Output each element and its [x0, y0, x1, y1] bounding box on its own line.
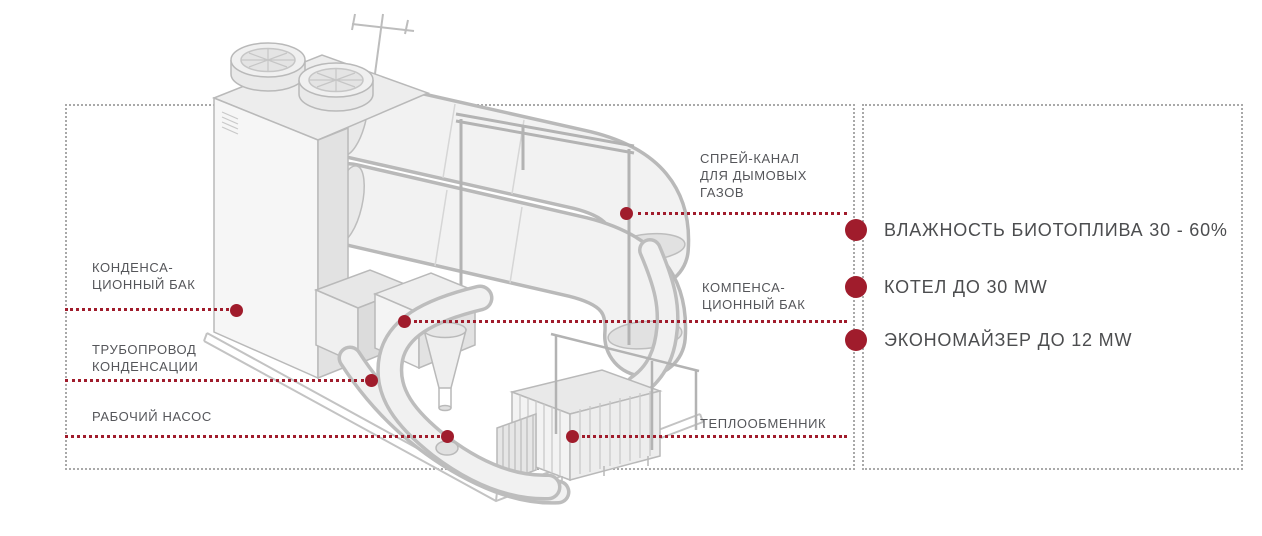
spec-label-economizer: ЭКОНОМАЙЗЕР ДО 12 MW	[884, 329, 1133, 350]
callout-dot-heat-exchanger	[566, 430, 579, 443]
leader-line-spray-channel	[638, 212, 847, 215]
callout-label-working-pump: РАБОЧИЙ НАСОС	[92, 409, 212, 424]
right-down-pipe	[625, 238, 680, 398]
leader-line-working-pump	[65, 435, 440, 438]
cyclone	[423, 321, 467, 412]
callout-dot-compensation-tank	[398, 315, 411, 328]
leader-line-condensate-tank	[65, 308, 229, 311]
plate-block	[496, 412, 537, 486]
callout-label-condensate-tank: КОНДЕНСА- ЦИОННЫЙ БАК	[92, 260, 196, 292]
callout-dot-working-pump	[441, 430, 454, 443]
leader-line-heat-exchanger	[582, 435, 847, 438]
spec-row-boiler: КОТЕЛ ДО 30 MW	[845, 276, 1048, 298]
spec-label-boiler: КОТЕЛ ДО 30 MW	[884, 276, 1048, 297]
callout-label-heat-exchanger: ТЕПЛООБМЕННИК	[700, 416, 827, 431]
callout-dot-spray-channel	[620, 207, 633, 220]
spec-row-moisture: ВЛАЖНОСТЬ БИОТОПЛИВА 30 - 60%	[845, 219, 1228, 241]
bullet-icon	[845, 276, 867, 298]
leader-line-condensate-pipeline	[65, 379, 364, 382]
callout-dot-condensate-tank	[230, 304, 243, 317]
callout-label-compensation-tank: КОМПЕНСА- ЦИОННЫЙ БАК	[702, 280, 806, 312]
bullet-icon	[845, 219, 867, 241]
spec-row-economizer: ЭКОНОМАЙЗЕР ДО 12 MW	[845, 329, 1132, 351]
support-frame	[455, 112, 635, 345]
leader-line-compensation-tank	[414, 320, 847, 323]
boiler-cabinet	[211, 42, 431, 380]
callout-dot-condensate-pipeline	[365, 374, 378, 387]
spec-label-moisture: ВЛАЖНОСТЬ БИОТОПЛИВА 30 - 60%	[884, 219, 1228, 240]
bullet-icon	[845, 329, 867, 351]
callout-label-condensate-pipeline: ТРУБОПРОВОД КОНДЕНСАЦИИ	[92, 342, 199, 374]
callout-label-spray-channel: СПРЕЙ-КАНАЛ ДЛЯ ДЫМОВЫХ ГАЗОВ	[700, 151, 808, 200]
